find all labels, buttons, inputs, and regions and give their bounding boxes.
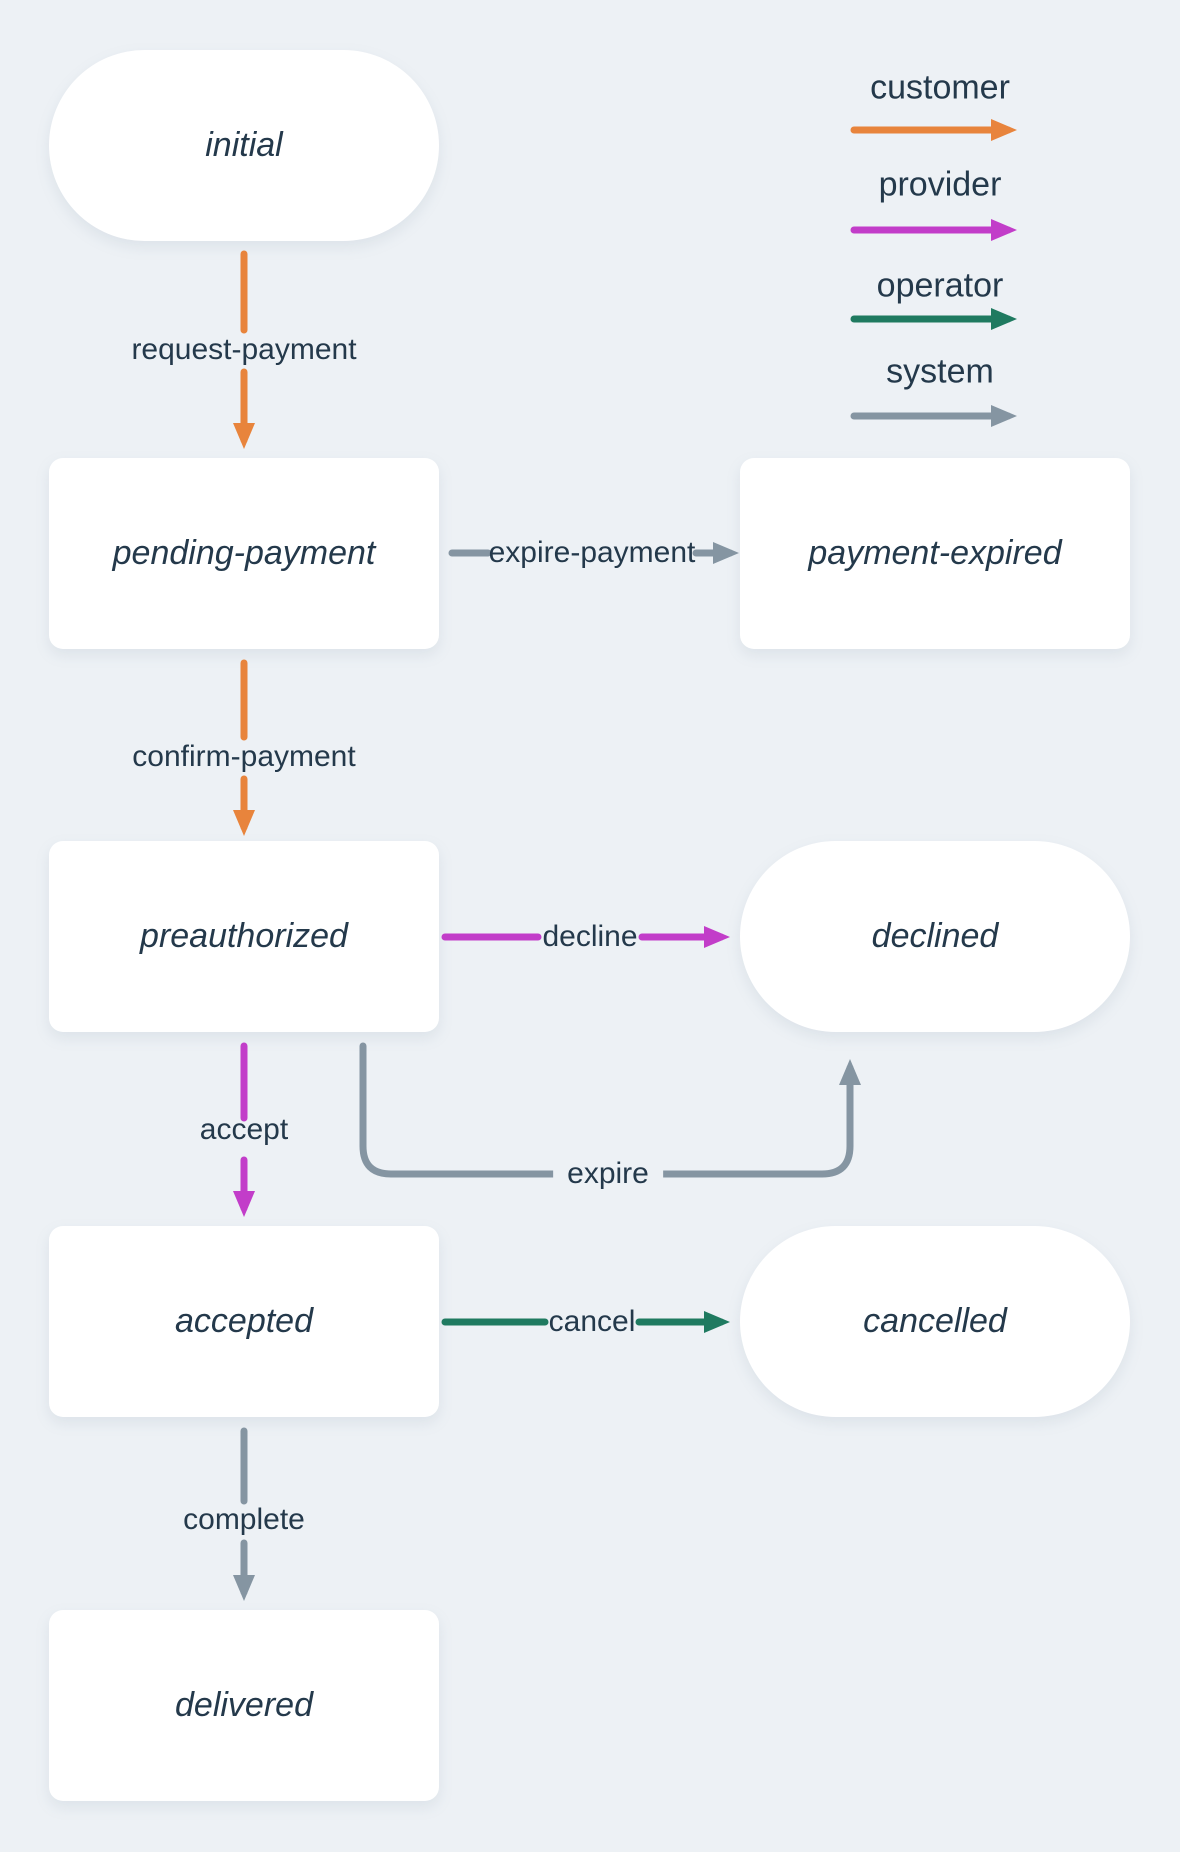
decline-arrow-icon: [441, 926, 730, 948]
cancel-label: cancel: [548, 1305, 636, 1338]
cancel-arrow-icon: [441, 1311, 730, 1333]
state-preauthorized-label: preauthorized: [140, 917, 348, 955]
expire-payment-arrow-icon: [448, 542, 739, 564]
legend-arrow-system-icon: [850, 405, 1017, 427]
state-declined-label: declined: [871, 917, 999, 955]
complete-arrow-icon: [233, 1427, 255, 1601]
expire-payment-label: expire-payment: [488, 536, 696, 569]
state-payment-expired-label: payment-expired: [808, 534, 1062, 572]
decline-label: decline: [542, 920, 638, 953]
state-delivered: delivered: [49, 1610, 439, 1801]
state-declined: declined: [740, 841, 1130, 1032]
request-payment-arrow-icon: [233, 250, 255, 449]
legend-arrow-provider-icon: [850, 219, 1017, 241]
state-cancelled: cancelled: [740, 1226, 1130, 1417]
state-pending-payment: pending-payment: [49, 458, 439, 649]
state-initial-label: initial: [205, 126, 283, 164]
state-pending-payment-label: pending-payment: [112, 534, 376, 572]
state-delivered-label: delivered: [175, 1686, 313, 1724]
legend-label-system: system: [886, 352, 994, 391]
state-payment-expired: payment-expired: [740, 458, 1130, 649]
accept-arrow-icon: [233, 1042, 255, 1217]
legend-arrow-operator-icon: [850, 308, 1017, 330]
legend-label-operator: operator: [876, 266, 1004, 305]
state-cancelled-label: cancelled: [863, 1302, 1007, 1340]
legend-label-provider: provider: [878, 165, 1002, 204]
complete-label: complete: [183, 1503, 305, 1536]
legend-label-customer: customer: [870, 68, 1010, 107]
legend-arrow-customer-icon: [850, 119, 1017, 141]
state-preauthorized: preauthorized: [49, 841, 439, 1032]
accept-label: accept: [199, 1113, 289, 1146]
state-accepted: accepted: [49, 1226, 439, 1417]
confirm-payment-label: confirm-payment: [132, 740, 356, 773]
expire-label: expire: [553, 1155, 663, 1193]
request-payment-label: request-payment: [131, 333, 357, 366]
state-accepted-label: accepted: [175, 1302, 313, 1340]
confirm-payment-arrow-icon: [233, 659, 255, 836]
state-initial: initial: [49, 50, 439, 241]
